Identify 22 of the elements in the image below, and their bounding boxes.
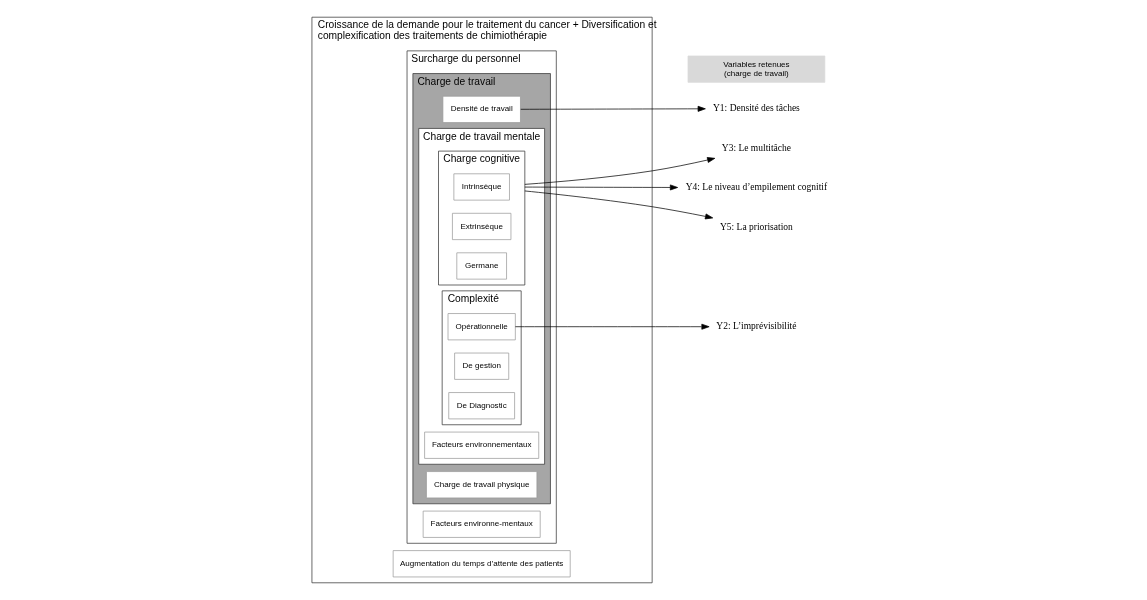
arrow — [520, 105, 706, 112]
node-box: Facteurs environnementaux — [424, 431, 540, 459]
node-box: Extrinsèque — [452, 212, 512, 240]
node-box: Densité de travail — [442, 95, 521, 123]
node-text: Y3: Le multitâche — [721, 142, 791, 153]
node-box: Augmentation du temps d’attente des patients — [392, 550, 571, 578]
arrow — [515, 323, 710, 330]
node-box: Variables retenues (charge de travail) — [687, 55, 826, 83]
arrow — [524, 190, 714, 220]
node-text: Y1: Densité des tâches — [713, 103, 800, 114]
node-box: Facteurs environne-mentaux — [422, 510, 541, 538]
node-box: De gestion — [454, 352, 510, 380]
arrow — [524, 184, 678, 191]
node-box: Opérationnelle — [447, 313, 516, 341]
node-text: Y5: La priorisation — [720, 221, 793, 232]
node-text: Y2: L’imprévisibilité — [716, 321, 797, 332]
node-box: De Diagnostic — [448, 392, 515, 420]
node-box: Germane — [456, 252, 507, 280]
node-box: Charge de travail physique — [426, 471, 538, 499]
node-text: Y4: Le niveau d’empilement cognitif — [685, 182, 828, 193]
node-box: Intrinsèque — [453, 173, 510, 201]
arrow — [524, 157, 716, 185]
